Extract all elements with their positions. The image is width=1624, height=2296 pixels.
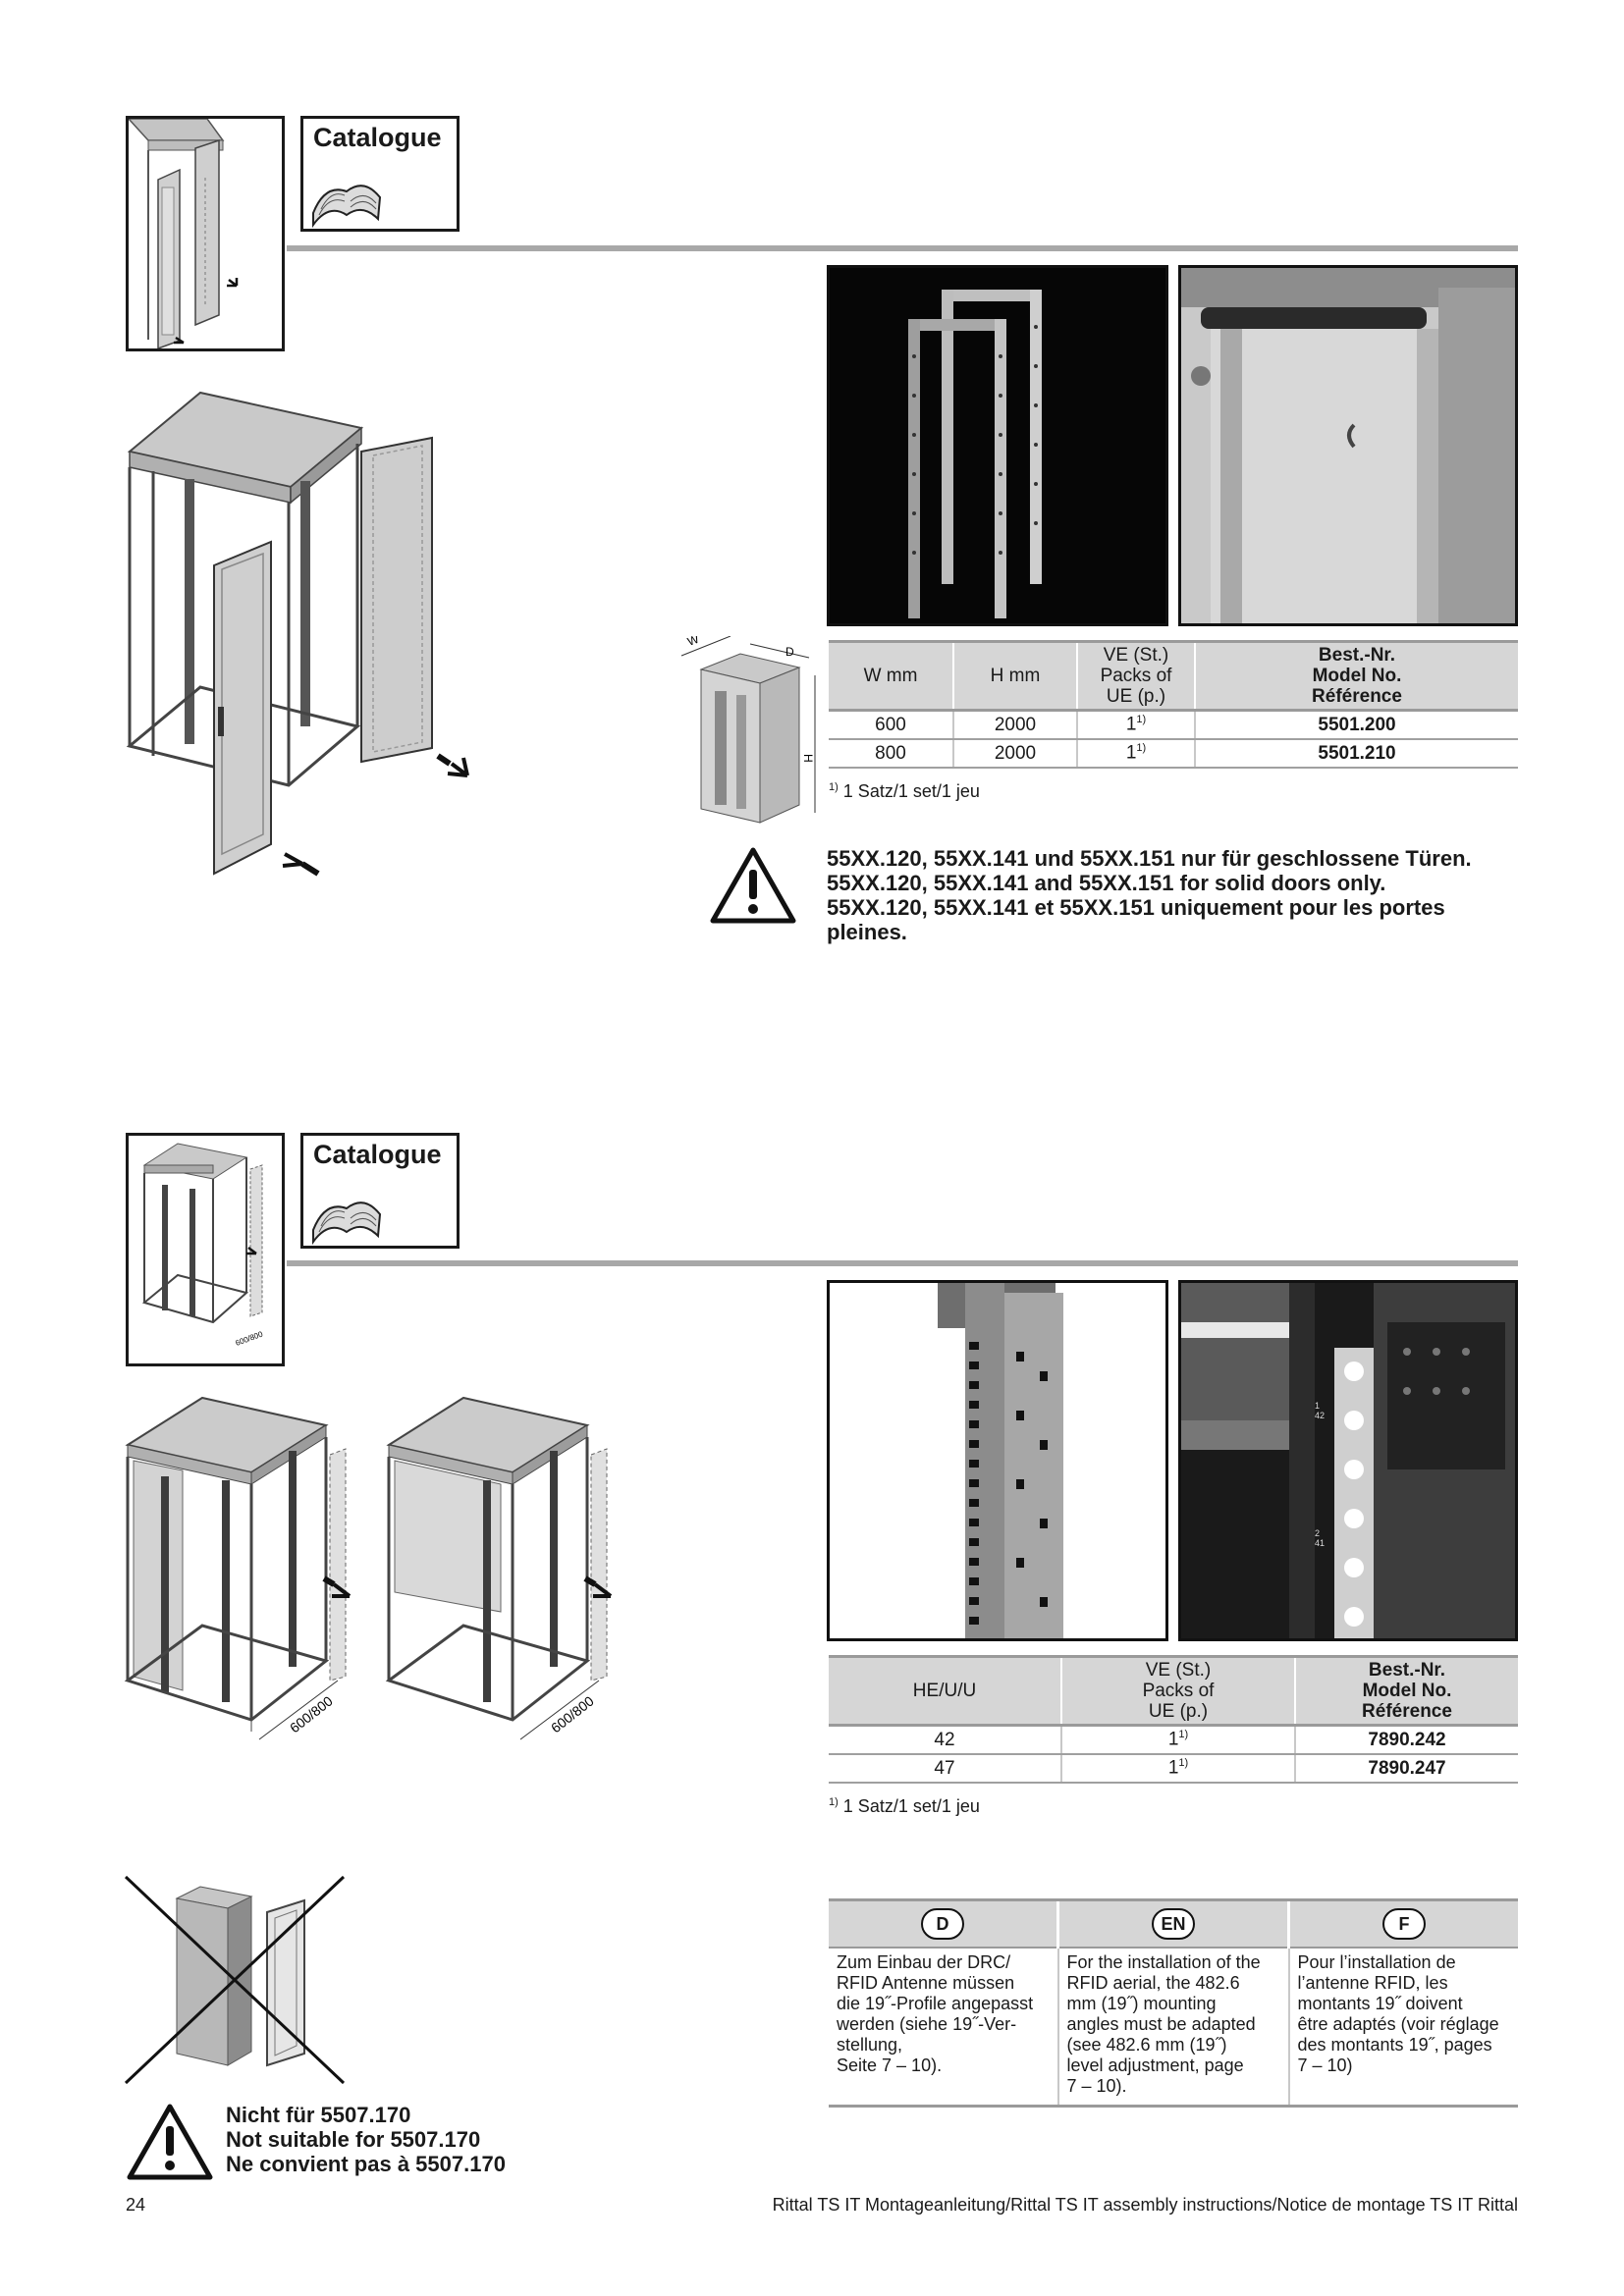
warning-triangle-icon bbox=[710, 847, 796, 924]
warning-triangle-icon bbox=[127, 2104, 213, 2180]
cell-model-no: 5501.200 bbox=[1194, 710, 1518, 740]
col-header-w: W mm bbox=[829, 640, 953, 712]
cell-width: 800 bbox=[829, 739, 953, 769]
photo-installed-frame bbox=[1178, 265, 1518, 626]
cell-he: 47 bbox=[829, 1754, 1061, 1784]
lang-header-en: EN bbox=[1056, 1898, 1289, 1949]
language-instructions-table: D EN F Zum Einbau der DRC/ RFID Antenne … bbox=[829, 1898, 1518, 2108]
cell-packs: 11) bbox=[1060, 1754, 1295, 1784]
warning-line-fr: 55XX.120, 55XX.141 et 55XX.151 uniquemen… bbox=[827, 895, 1445, 920]
warning-line-de: 55XX.120, 55XX.141 und 55XX.151 nur für … bbox=[827, 846, 1472, 871]
thumbnail-cabinet-frame: 600/800 bbox=[126, 1133, 285, 1366]
rack-unit-label-1: 1 42 bbox=[1315, 1401, 1326, 1420]
col-header-ve: VE (St.) Packs of UE (p.) bbox=[1076, 640, 1195, 712]
lang-text-en: For the installation of the RFID aerial,… bbox=[1056, 1948, 1289, 2108]
table-row: 47 11) 7890.247 bbox=[829, 1754, 1518, 1784]
cell-model-no: 7890.242 bbox=[1294, 1725, 1518, 1755]
cabinet-pair-drawing: 600/800 600/800 bbox=[124, 1396, 613, 1740]
dim-label-w: W bbox=[685, 636, 701, 649]
catalogue-box: Catalogue bbox=[300, 116, 460, 232]
cell-height: 2000 bbox=[952, 739, 1077, 769]
lang-header-de: D bbox=[829, 1898, 1058, 1949]
thumbnail-cabinet-door bbox=[126, 116, 285, 351]
col-header-model: Best.-Nr. Model No. Référence bbox=[1294, 1655, 1518, 1727]
cell-packs: 11) bbox=[1076, 739, 1195, 769]
warning-line-fr-cont: pleines. bbox=[827, 920, 907, 944]
photo-profile-closeup bbox=[827, 1280, 1168, 1641]
section-rule-2 bbox=[287, 1260, 1518, 1266]
lang-badge-en: EN bbox=[1152, 1908, 1195, 1940]
not-suitable-en: Not suitable for 5507.170 bbox=[226, 2127, 481, 2152]
footnote-2: 1) 1 Satz/1 set/1 jeu bbox=[829, 1796, 980, 1816]
dimension-sketch: W D H bbox=[680, 636, 816, 824]
dim-label-left: 600/800 bbox=[287, 1692, 336, 1735]
lang-text-fr: Pour l’installation de l’antenne RFID, l… bbox=[1287, 1948, 1518, 2108]
cabinet-assembly-drawing bbox=[126, 391, 469, 877]
section-rule-1 bbox=[287, 245, 1518, 251]
lang-text-de: Zum Einbau der DRC/ RFID Antenne müssen … bbox=[829, 1948, 1058, 2108]
table-row: 800 2000 11) 5501.210 bbox=[829, 739, 1518, 769]
cell-width: 600 bbox=[829, 710, 953, 740]
dim-label-d: D bbox=[785, 645, 794, 659]
warning-line-en: 55XX.120, 55XX.141 and 55XX.151 for soli… bbox=[827, 871, 1386, 895]
cell-model-no: 7890.247 bbox=[1294, 1754, 1518, 1784]
thumb-dim-label: 600/800 bbox=[235, 1329, 265, 1348]
col-header-h: H mm bbox=[952, 640, 1077, 712]
lang-header-fr: F bbox=[1287, 1898, 1518, 1949]
footnote-1: 1) 1 Satz/1 set/1 jeu bbox=[829, 781, 980, 801]
photo-rfid-aerial: 1 42 2 41 bbox=[1178, 1280, 1518, 1641]
warning-text-1: 55XX.120, 55XX.141 und 55XX.151 nur für … bbox=[827, 846, 1514, 944]
cell-packs: 11) bbox=[1076, 710, 1195, 740]
catalogue-label: Catalogue bbox=[313, 123, 442, 152]
col-header-model: Best.-Nr. Model No. Référence bbox=[1194, 640, 1518, 712]
spec-table-1: W mm H mm VE (St.) Packs of UE (p.) Best… bbox=[829, 640, 1518, 769]
cell-packs: 11) bbox=[1060, 1725, 1295, 1755]
rack-unit-label-2: 2 41 bbox=[1315, 1528, 1326, 1548]
crossed-out-icon bbox=[124, 1875, 346, 2085]
not-suitable-text: Nicht für 5507.170 Not suitable for 5507… bbox=[226, 2103, 638, 2176]
catalogue-book-icon bbox=[312, 1201, 382, 1246]
push-arrow-icon bbox=[447, 757, 469, 777]
photo-frame-profiles bbox=[827, 265, 1168, 626]
dim-label-right: 600/800 bbox=[548, 1692, 597, 1735]
not-suitable-de: Nicht für 5507.170 bbox=[226, 2103, 411, 2127]
cabinet-thumbnail-icon bbox=[129, 119, 239, 348]
col-header-ve: VE (St.) Packs of UE (p.) bbox=[1060, 1655, 1295, 1727]
catalogue-label: Catalogue bbox=[313, 1140, 442, 1169]
catalogue-book-icon bbox=[312, 185, 382, 229]
footer-doc-title: Rittal TS IT Montageanleitung/Rittal TS … bbox=[772, 2195, 1518, 2215]
lang-badge-fr: F bbox=[1382, 1908, 1426, 1940]
cell-height: 2000 bbox=[952, 710, 1077, 740]
cabinet-thumbnail-icon: 600/800 bbox=[141, 1143, 265, 1348]
cell-model-no: 5501.210 bbox=[1194, 739, 1518, 769]
spec-table-2: HE/U/U VE (St.) Packs of UE (p.) Best.-N… bbox=[829, 1655, 1518, 1784]
not-suitable-fr: Ne convient pas à 5507.170 bbox=[226, 2152, 506, 2176]
catalogue-box: Catalogue bbox=[300, 1133, 460, 1249]
dim-label-h: H bbox=[801, 754, 815, 763]
cell-he: 42 bbox=[829, 1725, 1061, 1755]
lang-badge-de: D bbox=[921, 1908, 964, 1940]
table-row: 42 11) 7890.242 bbox=[829, 1725, 1518, 1755]
col-header-he: HE/U/U bbox=[829, 1655, 1061, 1727]
crossed-out-cabinet bbox=[124, 1875, 346, 2085]
table-row: 600 2000 11) 5501.200 bbox=[829, 710, 1518, 740]
page-number: 24 bbox=[126, 2195, 146, 2215]
